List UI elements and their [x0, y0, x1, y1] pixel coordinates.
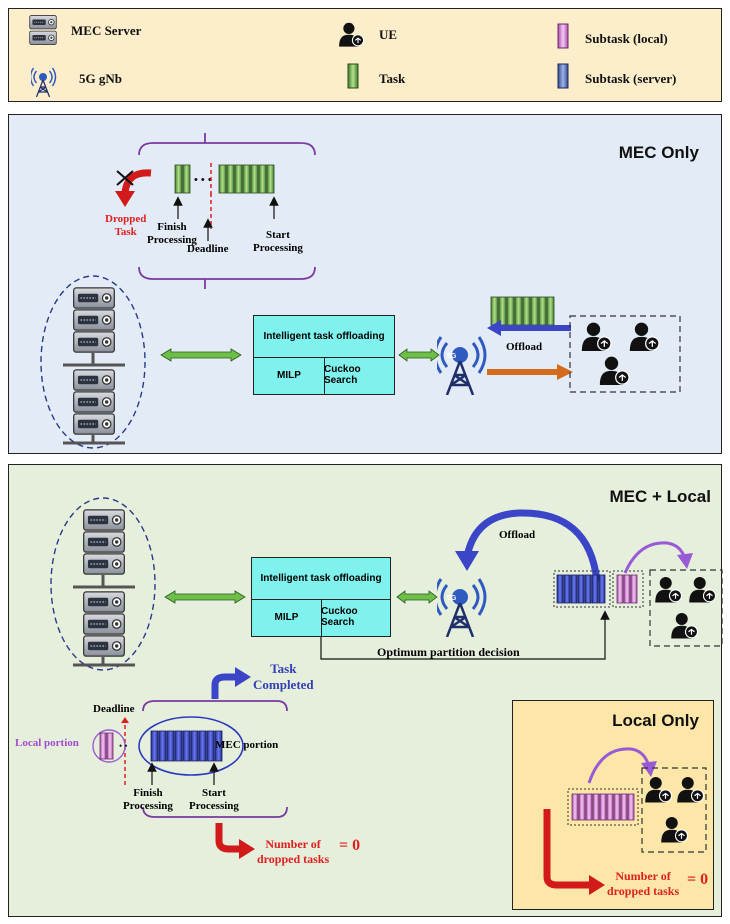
finish-processing-label: Finish Processing — [123, 787, 173, 812]
deadline-marker — [121, 717, 129, 785]
mec-local-title: MEC + Local — [609, 487, 711, 506]
start-processing-label: Start Processing — [253, 229, 303, 254]
bidirectional-arrow — [396, 590, 438, 604]
dropped-tasks-label: Number of dropped tasks — [607, 869, 680, 898]
legend-mec-server: MEC Server — [71, 23, 142, 38]
deadline-arrow — [203, 218, 213, 241]
local-curve-arrow — [587, 747, 657, 784]
partitioned-task — [553, 570, 644, 608]
legend-subtask-server: Subtask (server) — [585, 71, 677, 86]
svg-text:• •: • • — [119, 741, 128, 751]
start-arrow — [269, 196, 279, 219]
user-icon — [581, 321, 612, 351]
dropped-arrow-icon — [215, 823, 255, 859]
offload-arrow-blue — [487, 320, 571, 336]
dropped-arrow-icon — [543, 809, 605, 895]
user-icon — [338, 22, 365, 47]
legend-panel: MEC Server 5G gNb UE Task Subtask (local… — [8, 8, 722, 102]
return-arrow-orange — [487, 364, 573, 380]
mec-portion-label: MEC portion — [215, 739, 279, 751]
queue-bracket — [142, 700, 288, 818]
start-processing-label: Start Processing — [189, 787, 239, 812]
gnb-tag: 5G — [447, 595, 457, 602]
milp-cell: MILP — [254, 356, 325, 394]
local-only-title: Local Only — [612, 711, 699, 730]
bidirectional-arrow — [160, 348, 242, 362]
milp-cell: MILP — [252, 598, 322, 636]
server-icon — [72, 287, 116, 309]
finish-processing-label: Finish Processing — [147, 221, 197, 246]
deadline-label: Deadline — [187, 243, 229, 255]
task-queue: • • • — [174, 163, 275, 195]
legend-gnb: 5G gNb — [79, 71, 122, 86]
partition-decision-arrow — [320, 610, 610, 660]
subtask-server-icon — [557, 63, 569, 89]
offload-label: Offload — [499, 529, 536, 541]
legend-task: Task — [379, 71, 406, 86]
offload-label: Offload — [506, 341, 543, 353]
mec-subtask — [138, 716, 244, 776]
completed-arrow — [211, 667, 251, 699]
subtask-local-icon — [557, 23, 569, 49]
bidirectional-arrow — [398, 348, 440, 362]
mec-only-panel: MEC Only Dropped Task • • • Finish Proce… — [8, 114, 722, 454]
dropped-task-label: Dropped Task — [105, 213, 147, 238]
dropped-tasks-value: = 0 — [687, 871, 709, 888]
offloading-box: Intelligent task offloading MILP Cuckoo … — [251, 557, 391, 637]
ue-group — [641, 767, 707, 853]
local-portion-label: Local portion — [15, 737, 79, 749]
local-only-panel: Local Only Number of dropped tasks = 0 — [512, 700, 714, 910]
antenna-icon — [31, 67, 57, 97]
partition-decision-label: Optimum partition decision — [377, 645, 520, 659]
offload-curve-arrow — [455, 509, 601, 582]
dropped-tasks-label: Number of dropped tasks — [257, 837, 330, 866]
finish-arrow — [173, 196, 183, 219]
dropped-arrow-icon — [115, 169, 152, 207]
ue-group — [569, 315, 681, 393]
start-arrow — [209, 762, 219, 785]
dropped-tasks-value: = 0 — [339, 837, 361, 854]
offloading-title: Intelligent task offloading — [252, 558, 390, 600]
bidirectional-arrow — [164, 590, 246, 604]
offloading-title: Intelligent task offloading — [254, 316, 394, 358]
local-curve-arrow — [623, 541, 693, 574]
gnb-tag: 5G — [447, 353, 457, 360]
legend-subtask-local: Subtask (local) — [585, 31, 668, 46]
queue-bracket — [138, 133, 316, 289]
task-cylinder-icon — [347, 63, 359, 89]
ue-group — [649, 569, 723, 647]
legend-ue: UE — [379, 27, 398, 42]
cuckoo-cell: Cuckoo Search — [324, 364, 361, 387]
deadline-label: Deadline — [93, 703, 135, 715]
server-cluster — [40, 275, 146, 449]
finish-arrow — [147, 762, 157, 785]
server-icon — [29, 15, 57, 45]
task-completed-label: Task Completed — [253, 661, 314, 692]
svg-text:• • •: • • • — [194, 174, 212, 186]
server-cluster — [50, 497, 156, 671]
mec-only-title: MEC Only — [618, 143, 699, 162]
cuckoo-cell: Cuckoo Search — [321, 606, 358, 629]
local-subtask: • • — [92, 729, 128, 763]
local-task-batch — [567, 788, 639, 826]
antenna-icon — [437, 335, 487, 395]
offloading-box: Intelligent task offloading MILP Cuckoo … — [253, 315, 395, 395]
